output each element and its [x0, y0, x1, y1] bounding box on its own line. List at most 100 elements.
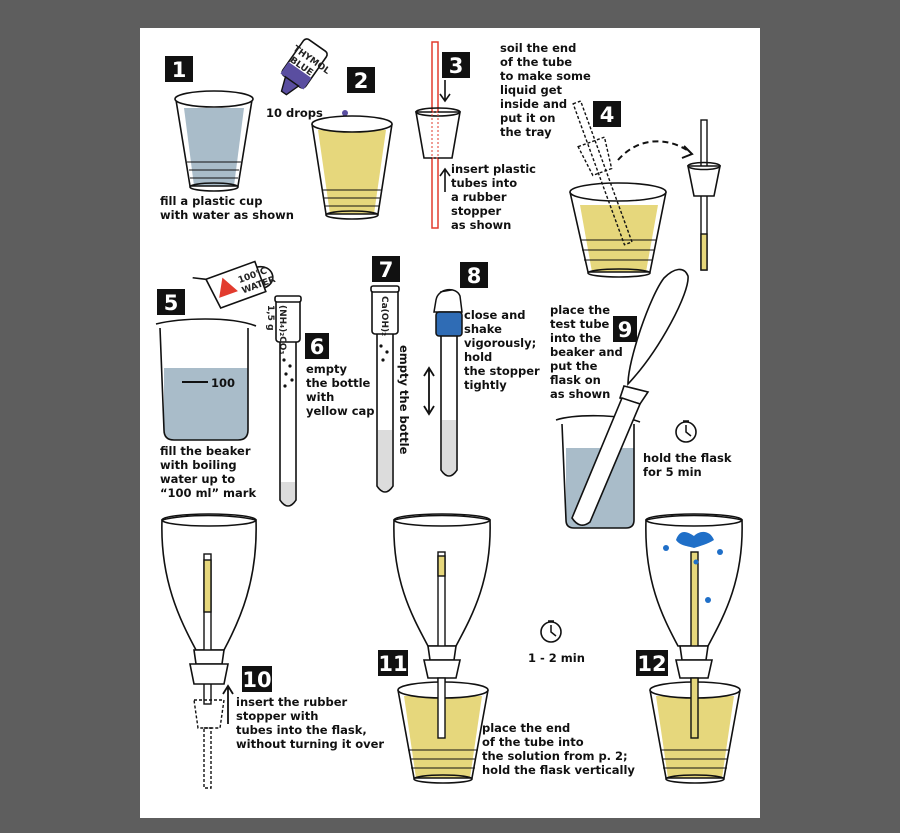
step-10-number: 10	[242, 668, 271, 692]
insert-arrow-up-icon	[222, 684, 234, 724]
step-3-line-2: tubes into	[451, 176, 517, 190]
step-8-line-3: vigorously;	[464, 336, 536, 350]
stopper-with-tube-icon	[687, 119, 721, 271]
step-11-badge	[378, 650, 408, 676]
step-8-line-2: shake	[464, 322, 502, 336]
ammonium-carbonate-bottle-icon: (NH₄)₂CO₃ 1,5 g	[265, 295, 302, 354]
step-12-number: 12	[637, 652, 666, 676]
plastic-cup-solution-icon	[311, 115, 393, 220]
step-7-badge	[372, 256, 400, 282]
step-5-line-4: “100 ml” mark	[160, 486, 256, 500]
step-3-line-4: stopper	[451, 204, 502, 218]
step-11: 11 1 - 2 min place the end of the tube i…	[378, 513, 635, 784]
step-4-line-2: of the tube	[500, 55, 572, 69]
step-5: 5 100°C WATER 100 fill the beaker with b…	[155, 260, 277, 500]
inverted-flask-10-icon	[161, 513, 257, 789]
step-4-line-4: liquid get	[500, 83, 563, 97]
step-1-badge	[165, 56, 193, 82]
shaking-tube-icon	[433, 288, 463, 477]
step-4-badge	[593, 101, 621, 127]
step-9-line-7: as shown	[550, 387, 610, 401]
curved-arrow-icon	[617, 140, 691, 161]
step-4-line-1: soil the end	[500, 41, 576, 55]
step-8-line-6: tightly	[464, 378, 507, 392]
step-6: (NH₄)₂CO₃ 1,5 g 6 empty the bottle with …	[265, 295, 375, 507]
arrow-up-icon	[439, 167, 451, 192]
timer-icon	[675, 420, 697, 443]
step-11-number: 11	[378, 652, 407, 676]
step-8-badge	[460, 262, 488, 288]
bottle-label-caoh2: Ca(OH)₂	[379, 296, 389, 336]
step-10-line-1: insert the rubber	[236, 695, 348, 709]
step-9-line-3: into the	[550, 331, 601, 345]
step-3-badge	[442, 52, 470, 78]
step-8-number: 8	[467, 264, 482, 288]
step-12-badge	[636, 650, 668, 676]
step-6-line-1: empty	[306, 362, 348, 376]
step-3-line-3: a rubber	[451, 190, 507, 204]
step-9-line-5: put the	[550, 359, 598, 373]
step-8: 8 close and shake vigorously; hold the s…	[423, 262, 540, 477]
step-11-line-2: of the tube into	[482, 735, 584, 749]
step-9-line-6: flask on	[550, 373, 601, 387]
step-9-badge	[613, 316, 637, 342]
step-11-line-3: the solution from p. 2;	[482, 749, 628, 763]
step-2: 2 THYMOL BLUE 10 drops	[266, 38, 393, 220]
step-2-badge	[347, 67, 375, 93]
step-3: 3 insert plastic tubes into a rubber sto…	[415, 41, 536, 232]
step-10-line-3: tubes into the flask,	[236, 723, 367, 737]
step-9-line-2: test tube	[550, 317, 610, 331]
step-8-line-5: the stopper	[464, 364, 540, 378]
step-6-badge	[305, 333, 329, 359]
step-9-line-1: place the	[550, 303, 610, 317]
calcium-hydroxide-bottle-icon: Ca(OH)₂	[370, 285, 400, 336]
step-7: 7 Ca(OH)₂ empty the bottle	[370, 256, 411, 493]
plastic-cup-11-icon	[397, 677, 489, 784]
step-5-line-3: water up to	[160, 472, 235, 486]
step-9-line-4: beaker and	[550, 345, 623, 359]
step-6-number: 6	[310, 335, 325, 359]
step-2-drops-label: 10 drops	[266, 106, 323, 120]
step-9: place the test tube into the beaker and …	[550, 268, 732, 529]
curved-arrow-head-icon	[681, 145, 694, 159]
step-4: soil the end of the tube to make some li…	[500, 41, 721, 278]
plastic-cup-water-icon	[174, 90, 254, 192]
step-1-line-2: with water as shown	[160, 208, 294, 222]
step-3-number: 3	[449, 54, 464, 78]
test-tube-7-icon	[376, 334, 394, 493]
step-10-badge	[242, 666, 272, 692]
beaker-with-flask-icon	[555, 268, 689, 529]
step-7-side-label: empty the bottle	[397, 345, 411, 455]
bottle-label-nh4co3: (NH₄)₂CO₃	[277, 305, 287, 354]
step-1-number: 1	[172, 58, 187, 82]
step-7-number: 7	[379, 258, 394, 282]
arrow-down-icon	[439, 80, 451, 103]
test-tube-6-icon	[279, 342, 297, 507]
shake-arrow-icon	[423, 366, 435, 416]
step-6-line-4: yellow cap	[306, 404, 375, 418]
step-4-number: 4	[600, 103, 615, 127]
rubber-stopper-icon	[415, 107, 461, 159]
step-11-line-4: hold the flask vertically	[482, 763, 635, 777]
step-4-line-7: the tray	[500, 125, 552, 139]
step-4-line-3: to make some	[500, 69, 591, 83]
dashed-tube-in-cup-icon	[569, 100, 667, 278]
fountain-flask-icon	[645, 513, 743, 703]
beaker-mark-100: 100	[211, 376, 235, 390]
step-11-timer: 1 - 2 min	[528, 651, 585, 665]
step-4-line-5: inside and	[500, 97, 567, 111]
step-8-line-1: close and	[464, 308, 526, 322]
plastic-cup-12-icon	[649, 677, 741, 784]
step-3-line-5: as shown	[451, 218, 511, 232]
step-1: 1 fill a plastic cup with water as shown	[160, 56, 294, 222]
step-5-line-2: with boiling	[160, 458, 237, 472]
step-9-number: 9	[618, 318, 633, 342]
bottle-label-mass: 1,5 g	[265, 305, 275, 331]
beaker-boiling-water-icon	[155, 318, 257, 441]
step-8-line-4: hold	[464, 350, 492, 364]
step-4-line-6: put it on	[500, 111, 555, 125]
step-10-line-4: without turning it over	[236, 737, 384, 751]
step-1-line-1: fill a plastic cup	[160, 194, 262, 208]
step-6-line-3: with	[306, 390, 334, 404]
